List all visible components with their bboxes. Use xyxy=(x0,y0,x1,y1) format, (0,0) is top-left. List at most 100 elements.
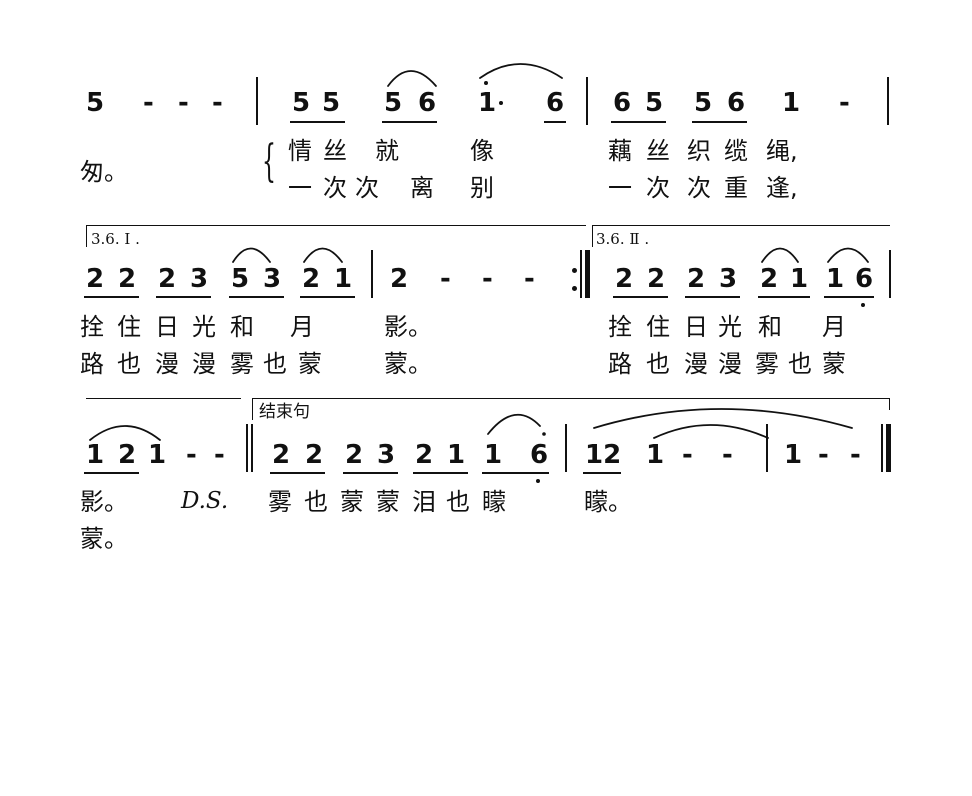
final-barline-thin xyxy=(881,424,883,472)
note: 1 xyxy=(790,264,809,294)
note: 2 xyxy=(302,264,321,294)
note: 1 xyxy=(148,440,167,470)
note: 1 xyxy=(826,264,845,294)
note-dash: - xyxy=(186,440,197,470)
lyric: 矇 xyxy=(482,488,506,516)
underline xyxy=(156,296,211,298)
lyric: 日 xyxy=(155,313,179,341)
coda-bracket-hook xyxy=(252,398,253,420)
lyric: 次 xyxy=(687,174,711,202)
note: 3 xyxy=(719,264,738,294)
note-low: 6 xyxy=(530,440,549,470)
lyric: 次 xyxy=(323,174,347,202)
lyric: 就 xyxy=(375,137,399,165)
lyric: 离 xyxy=(410,174,434,202)
lyric: 蒙 xyxy=(822,350,846,378)
lyric: 矇。 xyxy=(584,488,632,516)
coda-label: 结束句 xyxy=(259,402,310,422)
underline xyxy=(270,472,325,474)
ending-continuation-line xyxy=(86,398,241,399)
final-barline-thick xyxy=(886,424,891,472)
high-octave-dot xyxy=(484,81,488,85)
lyric: 月 xyxy=(290,313,314,341)
lyric: 一 xyxy=(288,174,312,202)
note: 5 xyxy=(86,88,105,118)
repeat-barline-thin xyxy=(580,250,582,298)
underline xyxy=(343,472,398,474)
da-segno-mark: D.S. xyxy=(181,488,229,514)
ending-2-label: 3.6. Ⅱ . xyxy=(596,230,650,248)
note: 2 xyxy=(615,264,634,294)
lyric: 雾 xyxy=(755,350,779,378)
note-dash: - xyxy=(818,440,829,470)
lyric: 蒙 xyxy=(298,350,322,378)
note: 1 xyxy=(334,264,353,294)
coda-bracket xyxy=(252,398,890,399)
repeat-dot xyxy=(572,268,577,273)
note-dash: - xyxy=(722,440,733,470)
barline xyxy=(251,424,253,472)
lyric: 次 xyxy=(355,174,379,202)
note-dash: - xyxy=(850,440,861,470)
note: 1 xyxy=(447,440,466,470)
note: 2 xyxy=(415,440,434,470)
lyric: 月 xyxy=(822,313,846,341)
lyric: 影。 xyxy=(384,313,432,341)
underline xyxy=(824,296,874,298)
lyric: 情 xyxy=(288,137,312,165)
barline xyxy=(565,424,567,472)
lyric: 和 xyxy=(758,313,782,341)
underline xyxy=(290,121,345,123)
lyric: 丝 xyxy=(646,137,670,165)
note: 2 xyxy=(647,264,666,294)
lyric: 光 xyxy=(718,313,742,341)
lyric: 藕 xyxy=(608,137,632,165)
lyric: 漫 xyxy=(192,350,216,378)
note: 1 xyxy=(646,440,665,470)
barline xyxy=(256,77,258,125)
underline xyxy=(685,296,740,298)
repeat-dot xyxy=(572,286,577,291)
note-dash: - xyxy=(440,264,451,294)
note: 5 xyxy=(694,88,713,118)
ending-bracket xyxy=(592,225,890,226)
note: 2 xyxy=(687,264,706,294)
tie xyxy=(653,424,769,439)
lyric: 住 xyxy=(117,313,141,341)
repeat-barline-thick xyxy=(585,250,590,298)
lyric: 拴 xyxy=(608,313,632,341)
ending-bracket-hook xyxy=(592,225,593,247)
note: 5 xyxy=(645,88,664,118)
lyric: 缆 xyxy=(724,137,748,165)
dotted-note-dot xyxy=(499,101,503,105)
slur xyxy=(827,247,869,263)
note: 2 xyxy=(345,440,364,470)
lyric: 漫 xyxy=(684,350,708,378)
barline xyxy=(371,250,373,298)
note-dash: - xyxy=(482,264,493,294)
note: 2 xyxy=(118,264,137,294)
note: 2 xyxy=(118,440,137,470)
note: 2 xyxy=(390,264,409,294)
note-high: 1 xyxy=(478,88,497,118)
underline xyxy=(613,296,668,298)
lyric: 逢, xyxy=(766,174,798,202)
note: 6 xyxy=(613,88,632,118)
note-low: 6 xyxy=(855,264,874,294)
underline xyxy=(300,296,355,298)
barline xyxy=(586,77,588,125)
slur xyxy=(593,408,853,429)
underline xyxy=(84,296,139,298)
note-dash: - xyxy=(178,88,189,118)
lyric: 泪 xyxy=(412,488,436,516)
lyric: 路 xyxy=(608,350,632,378)
underline xyxy=(611,121,666,123)
slur xyxy=(303,247,343,263)
underline xyxy=(758,296,810,298)
note: 2 xyxy=(272,440,291,470)
barline xyxy=(887,77,889,125)
slur xyxy=(487,413,541,435)
lyric: 光 xyxy=(192,313,216,341)
lyric: 蒙 xyxy=(376,488,400,516)
slur-end-dot xyxy=(542,432,546,436)
